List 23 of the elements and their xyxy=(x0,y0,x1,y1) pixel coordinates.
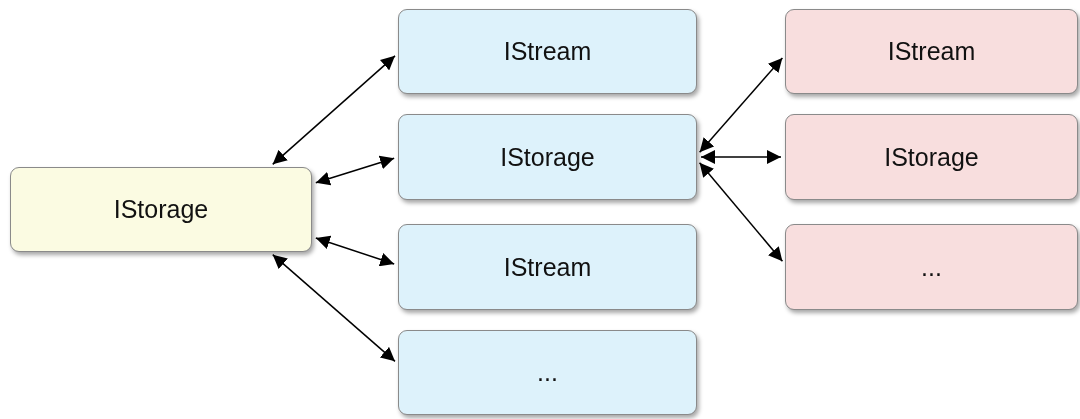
process-box xyxy=(10,167,312,252)
node-label: IStorage xyxy=(500,142,595,172)
node-label: IStorage xyxy=(884,142,979,172)
node-label: IStream xyxy=(503,37,592,66)
node-label: IStorage xyxy=(113,195,209,224)
node-label: ... xyxy=(537,358,558,387)
double-arrow xyxy=(271,55,396,166)
double-arrow xyxy=(272,253,396,363)
process-box xyxy=(785,9,1078,94)
process-box xyxy=(398,9,697,94)
process-box xyxy=(785,114,1078,200)
process-box xyxy=(398,330,697,415)
double-arrow xyxy=(315,155,395,186)
node-label: IStream xyxy=(887,37,976,66)
double-arrow xyxy=(315,235,395,267)
node-label: IStream xyxy=(503,252,592,282)
process-box xyxy=(785,224,1078,310)
process-box xyxy=(398,224,697,310)
node-label: ... xyxy=(921,252,942,282)
process-box xyxy=(398,114,697,200)
double-arrow xyxy=(698,161,784,263)
double-arrow xyxy=(698,57,784,153)
double-arrow xyxy=(700,150,782,164)
